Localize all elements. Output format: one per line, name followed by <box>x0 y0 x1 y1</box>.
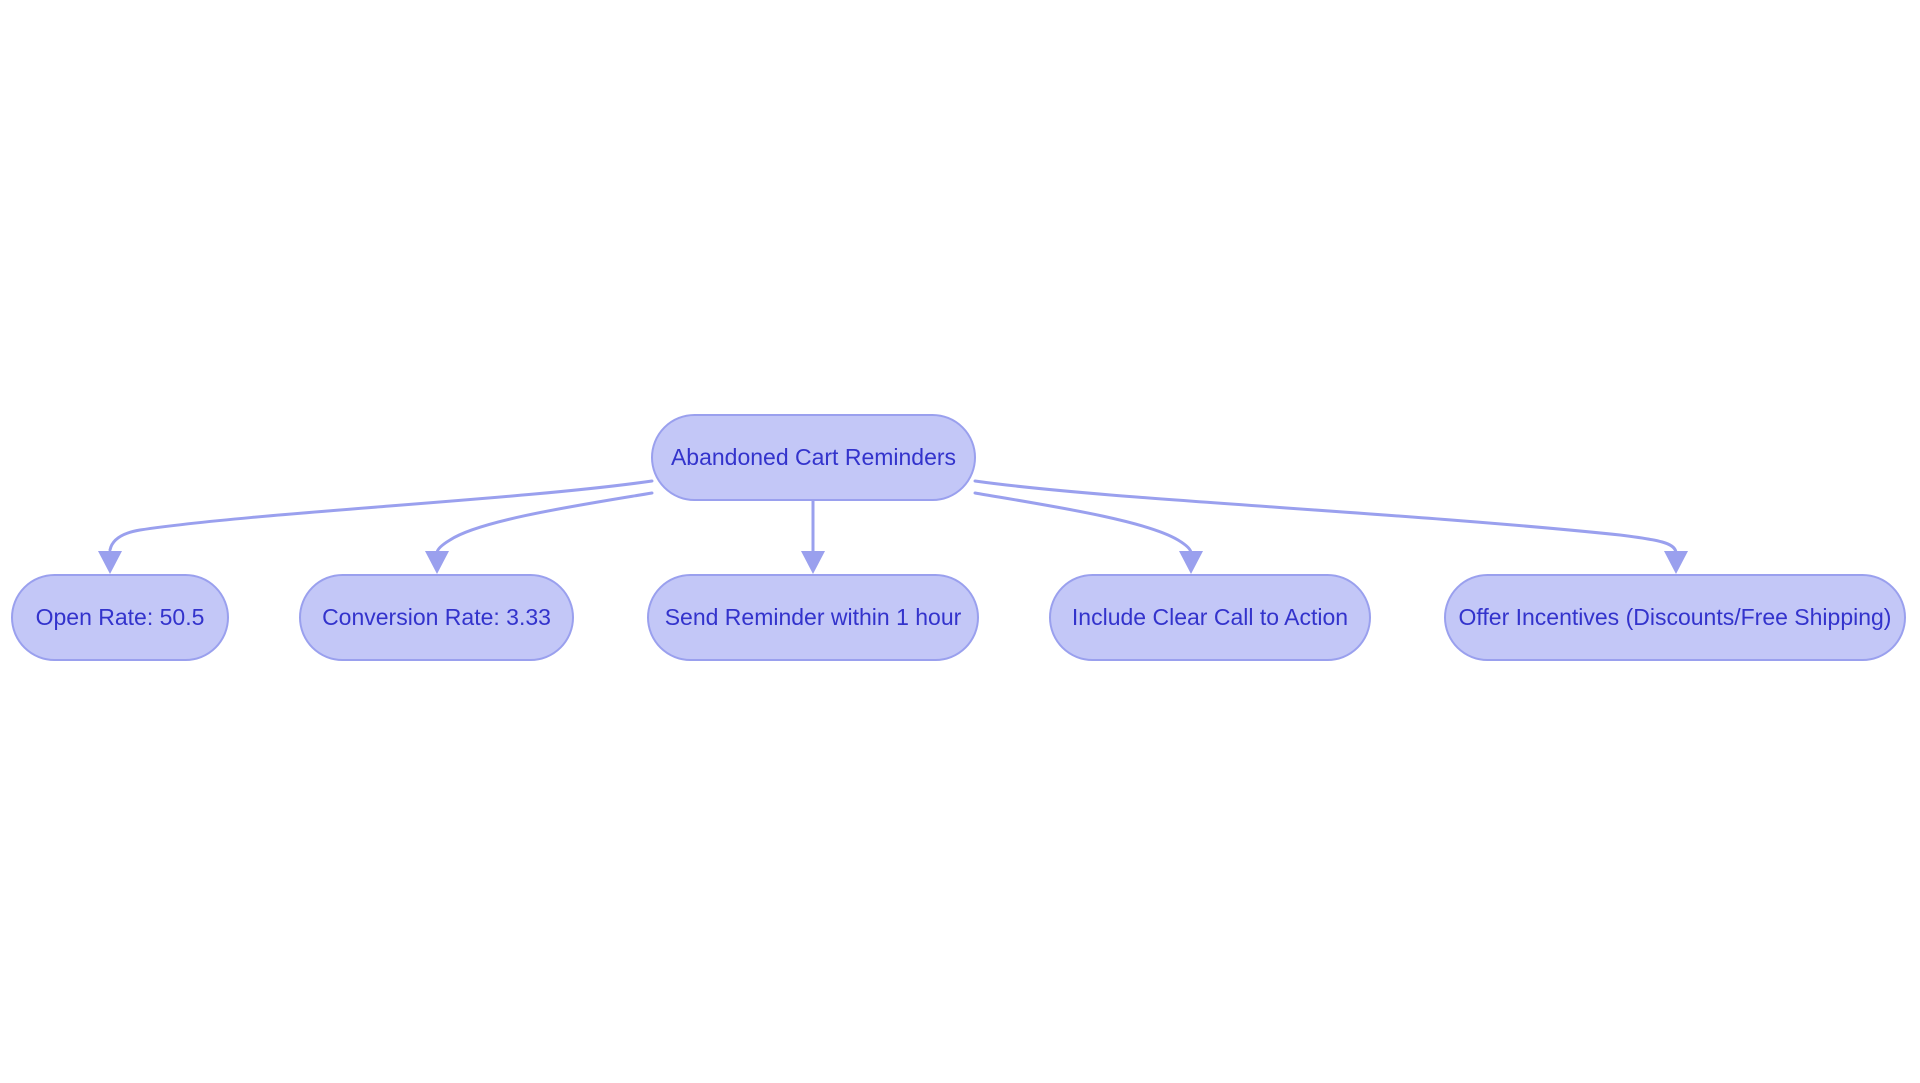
node-send-reminder-label: Send Reminder within 1 hour <box>665 604 962 630</box>
node-layer: Abandoned Cart Reminders Open Rate: 50.5… <box>11 414 1906 661</box>
node-conversion-rate-label: Conversion Rate: 3.33 <box>322 604 551 630</box>
node-conversion-rate-shape[interactable] <box>299 574 574 661</box>
node-offer-incentives[interactable]: Offer Incentives (Discounts/Free Shippin… <box>1444 574 1906 661</box>
arrowhead-conversion-rate <box>425 551 449 574</box>
node-send-reminder[interactable]: Send Reminder within 1 hour <box>647 574 979 661</box>
arrowhead-offer-incentives <box>1664 551 1688 574</box>
node-abandoned-cart-reminders-shape[interactable] <box>651 414 976 501</box>
node-clear-call-to-action-shape[interactable] <box>1049 574 1371 661</box>
node-abandoned-cart-reminders[interactable]: Abandoned Cart Reminders <box>651 414 976 501</box>
node-clear-call-to-action-label: Include Clear Call to Action <box>1072 604 1348 630</box>
node-offer-incentives-shape[interactable] <box>1444 574 1906 661</box>
node-open-rate[interactable]: Open Rate: 50.5 <box>11 574 229 661</box>
node-offer-incentives-label: Offer Incentives (Discounts/Free Shippin… <box>1459 604 1892 630</box>
arrowhead-send-reminder <box>801 551 825 574</box>
node-abandoned-cart-reminders-label: Abandoned Cart Reminders <box>671 444 956 470</box>
edge-layer <box>98 479 1688 574</box>
edge-root-to-open-rate <box>108 479 654 552</box>
edge-root-to-offer-incentives <box>973 479 1678 554</box>
arrowhead-open-rate <box>98 551 122 574</box>
node-clear-call-to-action[interactable]: Include Clear Call to Action <box>1049 574 1371 661</box>
node-send-reminder-shape[interactable] <box>647 574 979 661</box>
node-open-rate-label: Open Rate: 50.5 <box>36 604 205 630</box>
node-conversion-rate[interactable]: Conversion Rate: 3.33 <box>299 574 574 661</box>
edge-root-to-clear-call-to-action <box>973 491 1193 555</box>
arrowhead-clear-call-to-action <box>1179 551 1203 574</box>
node-open-rate-shape[interactable] <box>11 574 229 661</box>
edge-root-to-conversion-rate <box>435 491 654 555</box>
